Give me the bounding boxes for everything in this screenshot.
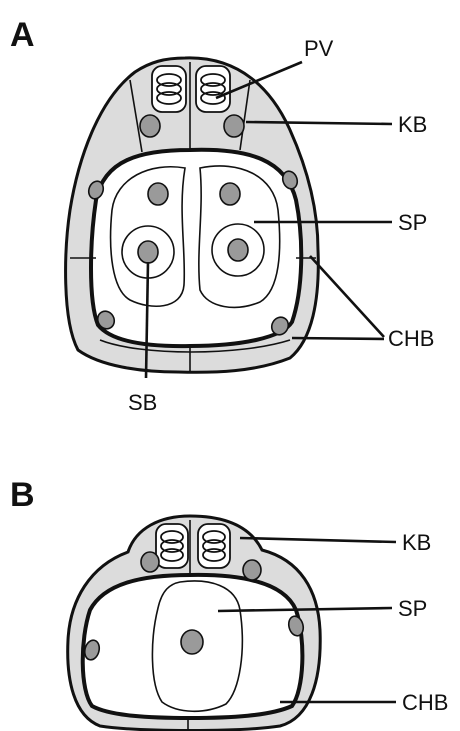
panel-a-label-kb: KB [398,112,427,137]
panel-a-polar-capsule-right [196,66,230,112]
panel-a: A [10,16,434,415]
panel-b: B KB [10,476,448,731]
panel-a-label-sp: SP [398,210,427,235]
panel-a-sporoplasm-nucleus [148,183,168,205]
panel-b-capsulogenic-nucleus [243,560,261,580]
panel-a-secondary-nucleus [228,239,248,261]
panel-a-capsulogenic-nucleus [140,115,160,137]
panel-a-chb-leader [310,256,384,337]
panel-b-label-kb: KB [402,530,431,555]
panel-a-capsulogenic-nucleus [224,115,244,137]
panel-b-sporoplasm-nucleus [181,630,203,654]
panel-a-chb-leader [292,338,384,339]
panel-a-polar-capsule-left [152,66,186,112]
panel-b-letter: B [10,476,35,514]
panel-a-label-chb: CHB [388,326,434,351]
panel-b-capsulogenic-nucleus [141,552,159,572]
panel-b-polar-capsule-left [156,524,188,568]
panel-a-letter: A [10,16,35,54]
panel-b-kb-leader [240,538,396,542]
panel-b-polar-capsule-right [198,524,230,568]
panel-b-label-sp: SP [398,596,427,621]
panel-a-sporoplasm-nucleus [220,183,240,205]
panel-a-label-sb: SB [128,390,157,415]
panel-b-label-chb: CHB [402,690,448,715]
panel-a-label-pv: PV [304,36,334,61]
panel-a-secondary-nucleus [138,241,158,263]
